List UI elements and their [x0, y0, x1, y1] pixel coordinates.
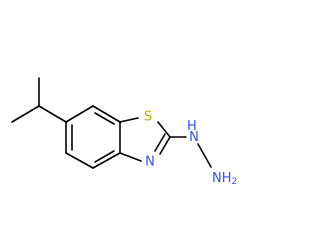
- bond-isopropyl-ring: [38, 105, 67, 123]
- bond-benzene-inner-1: [94, 112, 115, 125]
- hydrazine-nh-label: H N: [187, 119, 201, 145]
- sulfur-atom-label: S: [144, 110, 152, 125]
- bond-n3-c3a: [119, 152, 142, 162]
- bond-benzene-1: [65, 105, 94, 123]
- bond-c2-n3: [159, 136, 171, 155]
- bond-group: [11, 77, 212, 169]
- ring-nitrogen-atom-label: N: [145, 155, 155, 170]
- bond-nh-nh2: [197, 143, 212, 168]
- hydrazine-nh2-label: NH2: [212, 171, 237, 188]
- bond-s-c2: [157, 121, 171, 138]
- hydrazine-nh2-symbol: NH: [212, 171, 232, 186]
- bond-benzene-5: [65, 152, 94, 169]
- bond-benzene-4: [92, 152, 121, 169]
- atom-labels: S N H N NH2: [144, 110, 237, 188]
- bond-c2-n3-double: [154, 133, 166, 152]
- hydrazine-nh-n: N: [189, 130, 199, 145]
- hydrazine-nh2-subscript: 2: [232, 177, 238, 187]
- molecule-structure-canvas: S N H N NH2: [11, 77, 237, 188]
- bond-benzene-inner-2: [94, 150, 115, 163]
- bond-c7a-s: [119, 117, 139, 123]
- bond-methyl-left: [11, 105, 40, 123]
- bond-benzene-2: [92, 105, 121, 123]
- hydrazine-nh-h: H: [187, 119, 197, 134]
